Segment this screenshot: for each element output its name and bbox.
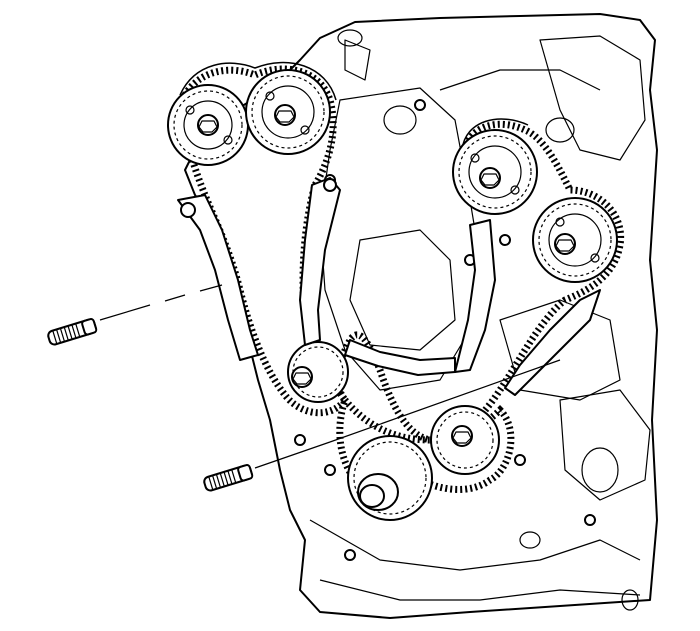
left-intake-cam-sprocket [167,84,249,166]
crankshaft-sprocket [347,435,433,521]
right-chain-tensioner-shoe [504,289,601,396]
upper-chain-guide [344,339,456,376]
left-chain-tensioner-shoe [299,177,341,346]
left-exhaust-cam-sprocket [245,69,331,155]
bolt-icon [47,318,98,346]
right-intake-cam-sprocket [452,129,538,215]
idler-sprocket [287,341,349,403]
lower-guide-bolt-callout [254,359,561,469]
intermediate-sprocket [430,405,500,475]
right-chain-guide [454,219,496,373]
upper-guide-bolt-callout [99,284,223,321]
bolt-icon [203,464,254,492]
engine-block [184,13,658,619]
left-chain-guide [177,194,259,361]
right-timing-chain [333,118,625,444]
right-exhaust-cam-sprocket [532,197,618,283]
